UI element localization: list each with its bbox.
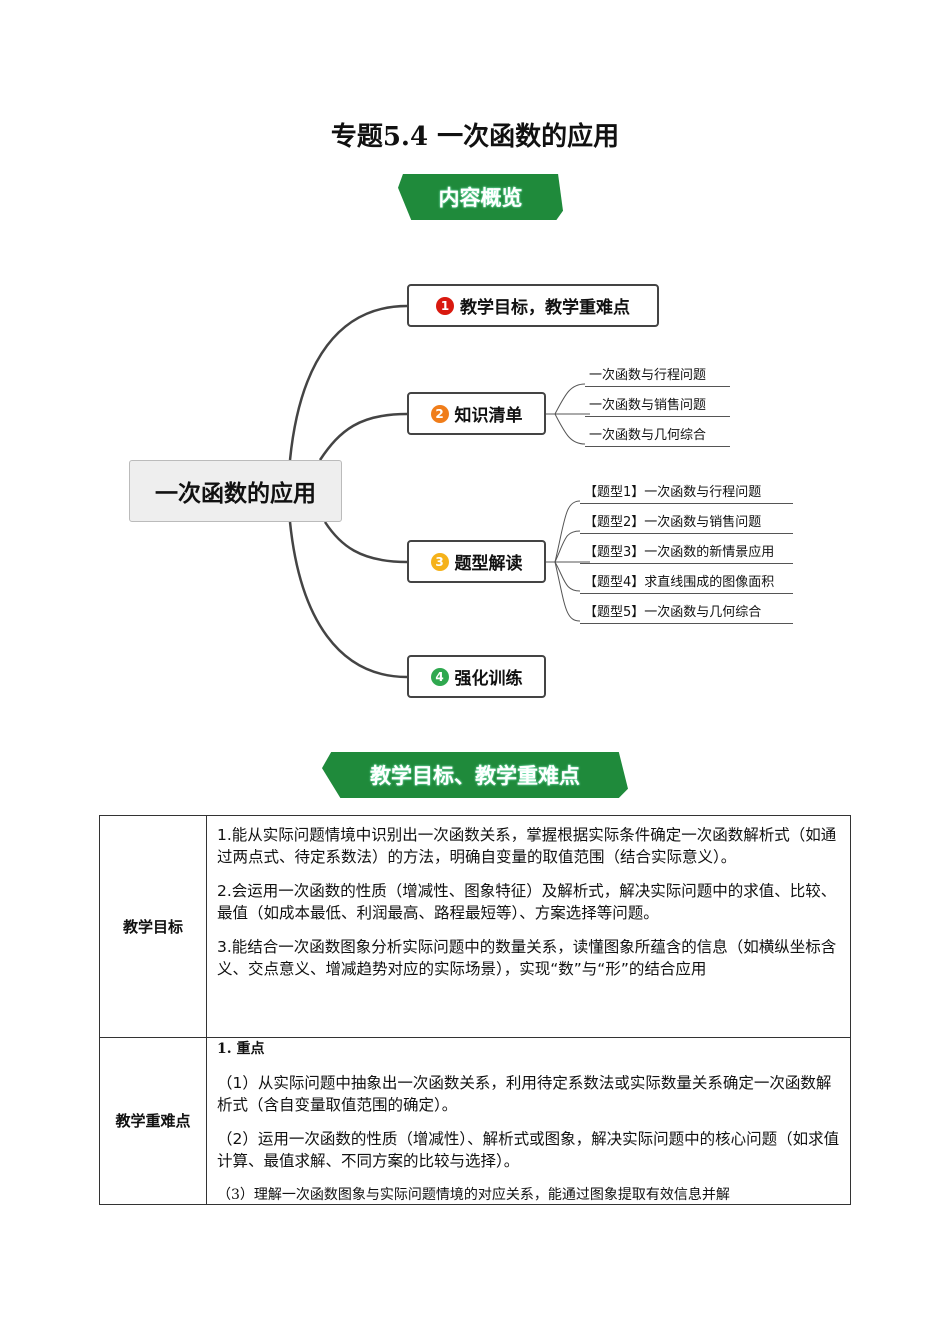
page-title: 专题5.4 一次函数的应用	[330, 122, 620, 152]
goals-table: 教学目标 1.能从实际问题情境中识别出一次函数关系，掌握根据实际条件确定一次函数…	[99, 815, 851, 1205]
table-row: 教学目标 1.能从实际问题情境中识别出一次函数关系，掌握根据实际条件确定一次函数…	[99, 815, 851, 1038]
branch-question-types: 3 题型解读	[407, 540, 546, 583]
branch-knowledge-list: 2 知识清单	[407, 392, 546, 435]
table-row: 教学重难点 1. 重点 （1）从实际问题中抽象出一次函数关系，利用待定系数法或实…	[99, 1037, 851, 1205]
row-header: 教学重难点	[99, 1037, 207, 1205]
section-banner: 教学目标、教学重难点	[322, 752, 628, 798]
number-2-icon: 2	[430, 404, 449, 423]
leaf-item: 【题型4】求直线围成的图像面积	[580, 571, 793, 594]
branch-label: 强化训练	[454, 669, 523, 689]
branch-label: 教学目标，教学重难点	[460, 298, 630, 318]
branch-label: 知识清单	[454, 406, 523, 426]
mindmap-connectors	[288, 304, 590, 679]
leaf-item: 【题型2】一次函数与销售问题	[580, 511, 793, 534]
paragraph: （2）运用一次函数的性质（增减性）、解析式或图象，解决实际问题中的核心问题（如求…	[217, 1130, 840, 1170]
number-3-icon: 3	[430, 552, 449, 571]
row-content: 1. 重点 （1）从实际问题中抽象出一次函数关系，利用待定系数法或实际数量关系确…	[206, 1037, 851, 1205]
number-1-icon: 1	[436, 296, 454, 315]
branch-training: 4 强化训练	[407, 655, 546, 698]
leaf-item: 一次函数与行程问题	[585, 364, 730, 387]
paragraph: 3.能结合一次函数图象分析实际问题中的数量关系，读懂图象所蕴含的信息（如横纵坐标…	[217, 938, 837, 978]
leaf-item: 【题型5】一次函数与几何综合	[580, 601, 793, 624]
paragraph: 1.能从实际问题情境中识别出一次函数关系，掌握根据实际条件确定一次函数解析式（如…	[217, 826, 837, 866]
paragraph: （3）理解一次函数图象与实际问题情境的对应关系，能通过图象提取有效信息并解	[217, 1187, 730, 1203]
leaf-item: 一次函数与几何综合	[585, 424, 730, 447]
leaf-item: 【题型3】一次函数的新情景应用	[580, 541, 793, 564]
row-content: 1.能从实际问题情境中识别出一次函数关系，掌握根据实际条件确定一次函数解析式（如…	[206, 815, 851, 1038]
branch-teaching-goals: 1 教学目标，教学重难点	[407, 284, 659, 327]
branch-label: 题型解读	[454, 554, 523, 574]
paragraph: （1）从实际问题中抽象出一次函数关系，利用待定系数法或实际数量关系确定一次函数解…	[217, 1074, 832, 1114]
leaf-item: 【题型1】一次函数与行程问题	[580, 481, 793, 504]
overview-banner: 内容概览	[398, 174, 563, 220]
mindmap-center-node: 一次函数的应用	[129, 460, 342, 522]
row-header: 教学目标	[99, 815, 207, 1038]
paragraph: 1. 重点	[217, 1041, 265, 1057]
number-4-icon: 4	[430, 667, 449, 686]
paragraph: 2.会运用一次函数的性质（增减性、图象特征）及解析式，解决实际问题中的求值、比较…	[217, 882, 837, 922]
leaf-item: 一次函数与销售问题	[585, 394, 730, 417]
